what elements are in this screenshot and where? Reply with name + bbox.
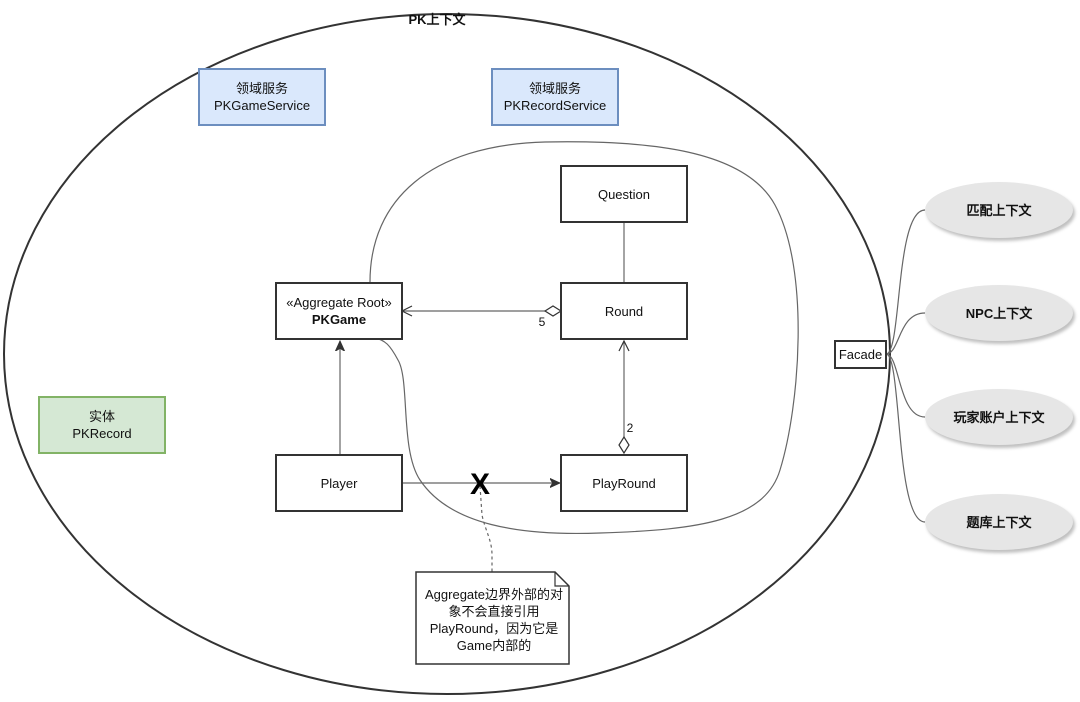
class-round[interactable]: Round xyxy=(560,282,688,340)
note-line: PlayRound，因为它是 xyxy=(429,621,559,636)
class-stereotype: «Aggregate Root» xyxy=(286,295,392,310)
context-title: PK上下文 xyxy=(408,12,466,27)
facade-label: Facade xyxy=(838,347,883,362)
domain-service-pkgameservice[interactable]: 领域服务 PKGameService xyxy=(198,68,326,126)
note-shape xyxy=(415,571,570,665)
class-question[interactable]: Question xyxy=(560,165,688,223)
context-label: 题库上下文 xyxy=(966,514,1032,530)
class-name: Question xyxy=(597,186,651,202)
class-name: Round xyxy=(604,303,644,319)
entity-pkrecord[interactable]: 实体 PKRecord xyxy=(38,396,166,454)
entity-kind: 实体 xyxy=(88,409,115,424)
note-line: Aggregate边界外部的对 xyxy=(425,587,563,602)
domain-service-kind: 领域服务 xyxy=(528,81,581,96)
domain-service-name: PKGameService xyxy=(213,98,311,113)
facade-link-questionbank xyxy=(885,353,926,523)
context-match[interactable]: 匹配上下文 xyxy=(925,182,1073,238)
facade-link-match xyxy=(885,209,926,355)
context-question-bank[interactable]: 题库上下文 xyxy=(925,494,1073,550)
context-label: 匹配上下文 xyxy=(966,202,1032,218)
class-name: PlayRound xyxy=(592,475,656,491)
context-npc[interactable]: NPC上下文 xyxy=(925,285,1073,341)
facade-link-account xyxy=(885,353,926,418)
multiplicity-playround-round: 2 xyxy=(627,421,634,435)
domain-service-kind: 领域服务 xyxy=(235,81,288,96)
multiplicity-round-pkgame: 5 xyxy=(539,315,546,329)
entity-name: PKRecord xyxy=(72,426,132,441)
class-playround[interactable]: PlayRound xyxy=(560,454,688,512)
aggregate-note: Aggregate边界外部的对 象不会直接引用 PlayRound，因为它是 G… xyxy=(418,586,570,654)
facade-box[interactable]: Facade xyxy=(834,340,887,369)
context-label: NPC上下文 xyxy=(965,305,1033,321)
note-line: Game内部的 xyxy=(456,638,532,653)
forbidden-x-mark: X xyxy=(470,468,490,501)
class-name: PKGame xyxy=(311,312,367,327)
class-player[interactable]: Player xyxy=(275,454,403,512)
playround-round-diamond xyxy=(618,435,630,455)
aggregate-boundary xyxy=(369,141,799,535)
domain-service-name: PKRecordService xyxy=(503,98,607,113)
note-connector xyxy=(479,485,493,572)
class-name: Player xyxy=(320,475,358,491)
context-label: 玩家账户上下文 xyxy=(953,409,1045,425)
class-pkgame-aggregate-root[interactable]: «Aggregate Root» PKGame xyxy=(275,282,403,340)
domain-service-pkrecordservice[interactable]: 领域服务 PKRecordService xyxy=(491,68,619,126)
round-pkgame-diamond xyxy=(543,305,563,317)
note-line: 象不会直接引用 xyxy=(448,604,540,619)
note-fold xyxy=(554,572,569,587)
facade-link-npc xyxy=(885,312,926,355)
context-player-account[interactable]: 玩家账户上下文 xyxy=(925,389,1073,445)
